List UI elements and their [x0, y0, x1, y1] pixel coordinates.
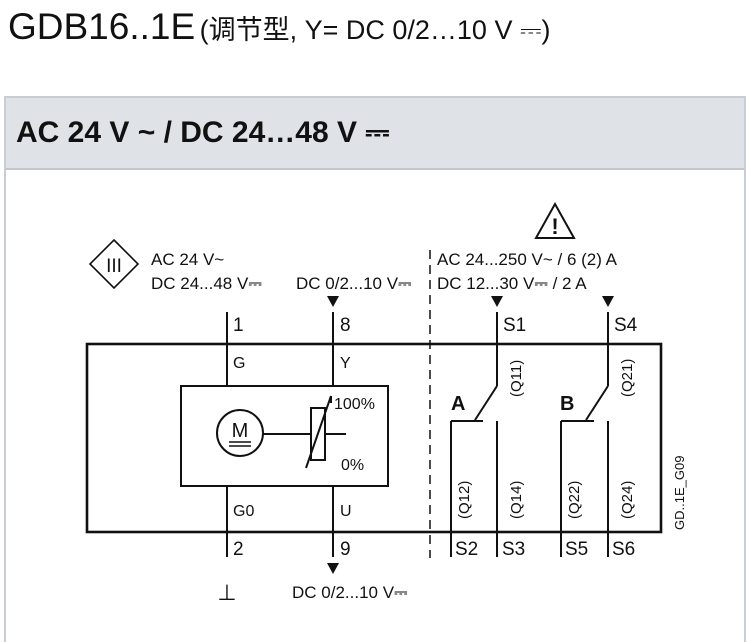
model-name: GDB16..1E: [8, 6, 196, 47]
terminal-9-label: 9: [340, 539, 351, 560]
terminal-s3-label: S3: [502, 539, 525, 560]
drawing-id: GD..1E_G09: [672, 456, 687, 530]
ground-icon: ⊥: [217, 580, 236, 605]
model-subtitle: (调节型, Y= DC 0/2…10 V ⎓): [199, 15, 551, 45]
potentiometer-icon: [305, 395, 332, 469]
terminal-s4-label: S4: [614, 315, 638, 336]
panel-title: AC 24 V ~ / DC 24…48 V ⎓: [16, 116, 390, 149]
aux-switch-a: [450, 344, 498, 557]
warning-symbol: !: [551, 214, 558, 239]
terminal-s1-arrow: [491, 296, 503, 307]
terminal-y-label: Y: [340, 355, 351, 372]
protection-class-icon: III: [88, 238, 140, 290]
panel-header: AC 24 V ~ / DC 24…48 V ⎓: [6, 98, 744, 170]
supply-dc-label: DC 24...48 V⎓: [151, 274, 262, 293]
terminal-g0-label: G0: [233, 503, 254, 520]
signal-input-label: DC 0/2...10 V⎓: [296, 274, 412, 293]
terminal-s6-label: S6: [612, 539, 635, 560]
switch-a-label: A: [451, 393, 465, 415]
q14-label: (Q14): [508, 481, 525, 519]
pot-100-label: 100%: [334, 396, 375, 413]
page-title: GDB16..1E (调节型, Y= DC 0/2…10 V ⎓): [8, 6, 551, 48]
terminal-s4-arrow: [602, 296, 614, 307]
device-housing: [85, 342, 663, 534]
supply-ac-label: AC 24 V~: [151, 250, 224, 269]
aux-rating-dc: DC 12...30 V⎓ / 2 A: [437, 274, 587, 293]
q21-label: (Q21): [619, 359, 636, 397]
terminal-g-label: G: [233, 355, 245, 372]
feedback-output-label: DC 0/2...10 V⎓: [292, 583, 408, 602]
q24-label: (Q24): [619, 481, 636, 519]
terminal-2-label: 2: [233, 539, 244, 560]
pot-0-label: 0%: [341, 457, 364, 474]
terminal-s5-label: S5: [565, 539, 588, 560]
protection-class-label: III: [106, 256, 122, 277]
terminal-s2-label: S2: [455, 539, 478, 560]
aux-rating-ac: AC 24...250 V~ / 6 (2) A: [437, 250, 618, 269]
warning-icon: !: [534, 201, 576, 239]
motor-icon: M: [216, 409, 264, 457]
q12-label: (Q12): [456, 481, 473, 519]
terminal-1-label: 1: [233, 315, 244, 336]
terminal-u-label: U: [340, 503, 352, 520]
terminal-8-arrow: [327, 296, 339, 307]
wiring-panel: AC 24 V ~ / DC 24…48 V ⎓: [4, 96, 746, 642]
q11-label: (Q11): [508, 360, 525, 397]
terminal-9-arrow: [327, 563, 339, 574]
q22-label: (Q22): [566, 481, 583, 519]
motor-label: M: [232, 420, 249, 442]
switch-b-label: B: [560, 393, 574, 415]
terminal-8-label: 8: [340, 315, 351, 336]
terminal-s1-label: S1: [503, 315, 526, 336]
aux-switch-b: [560, 344, 609, 557]
actuator-box: [180, 385, 389, 487]
